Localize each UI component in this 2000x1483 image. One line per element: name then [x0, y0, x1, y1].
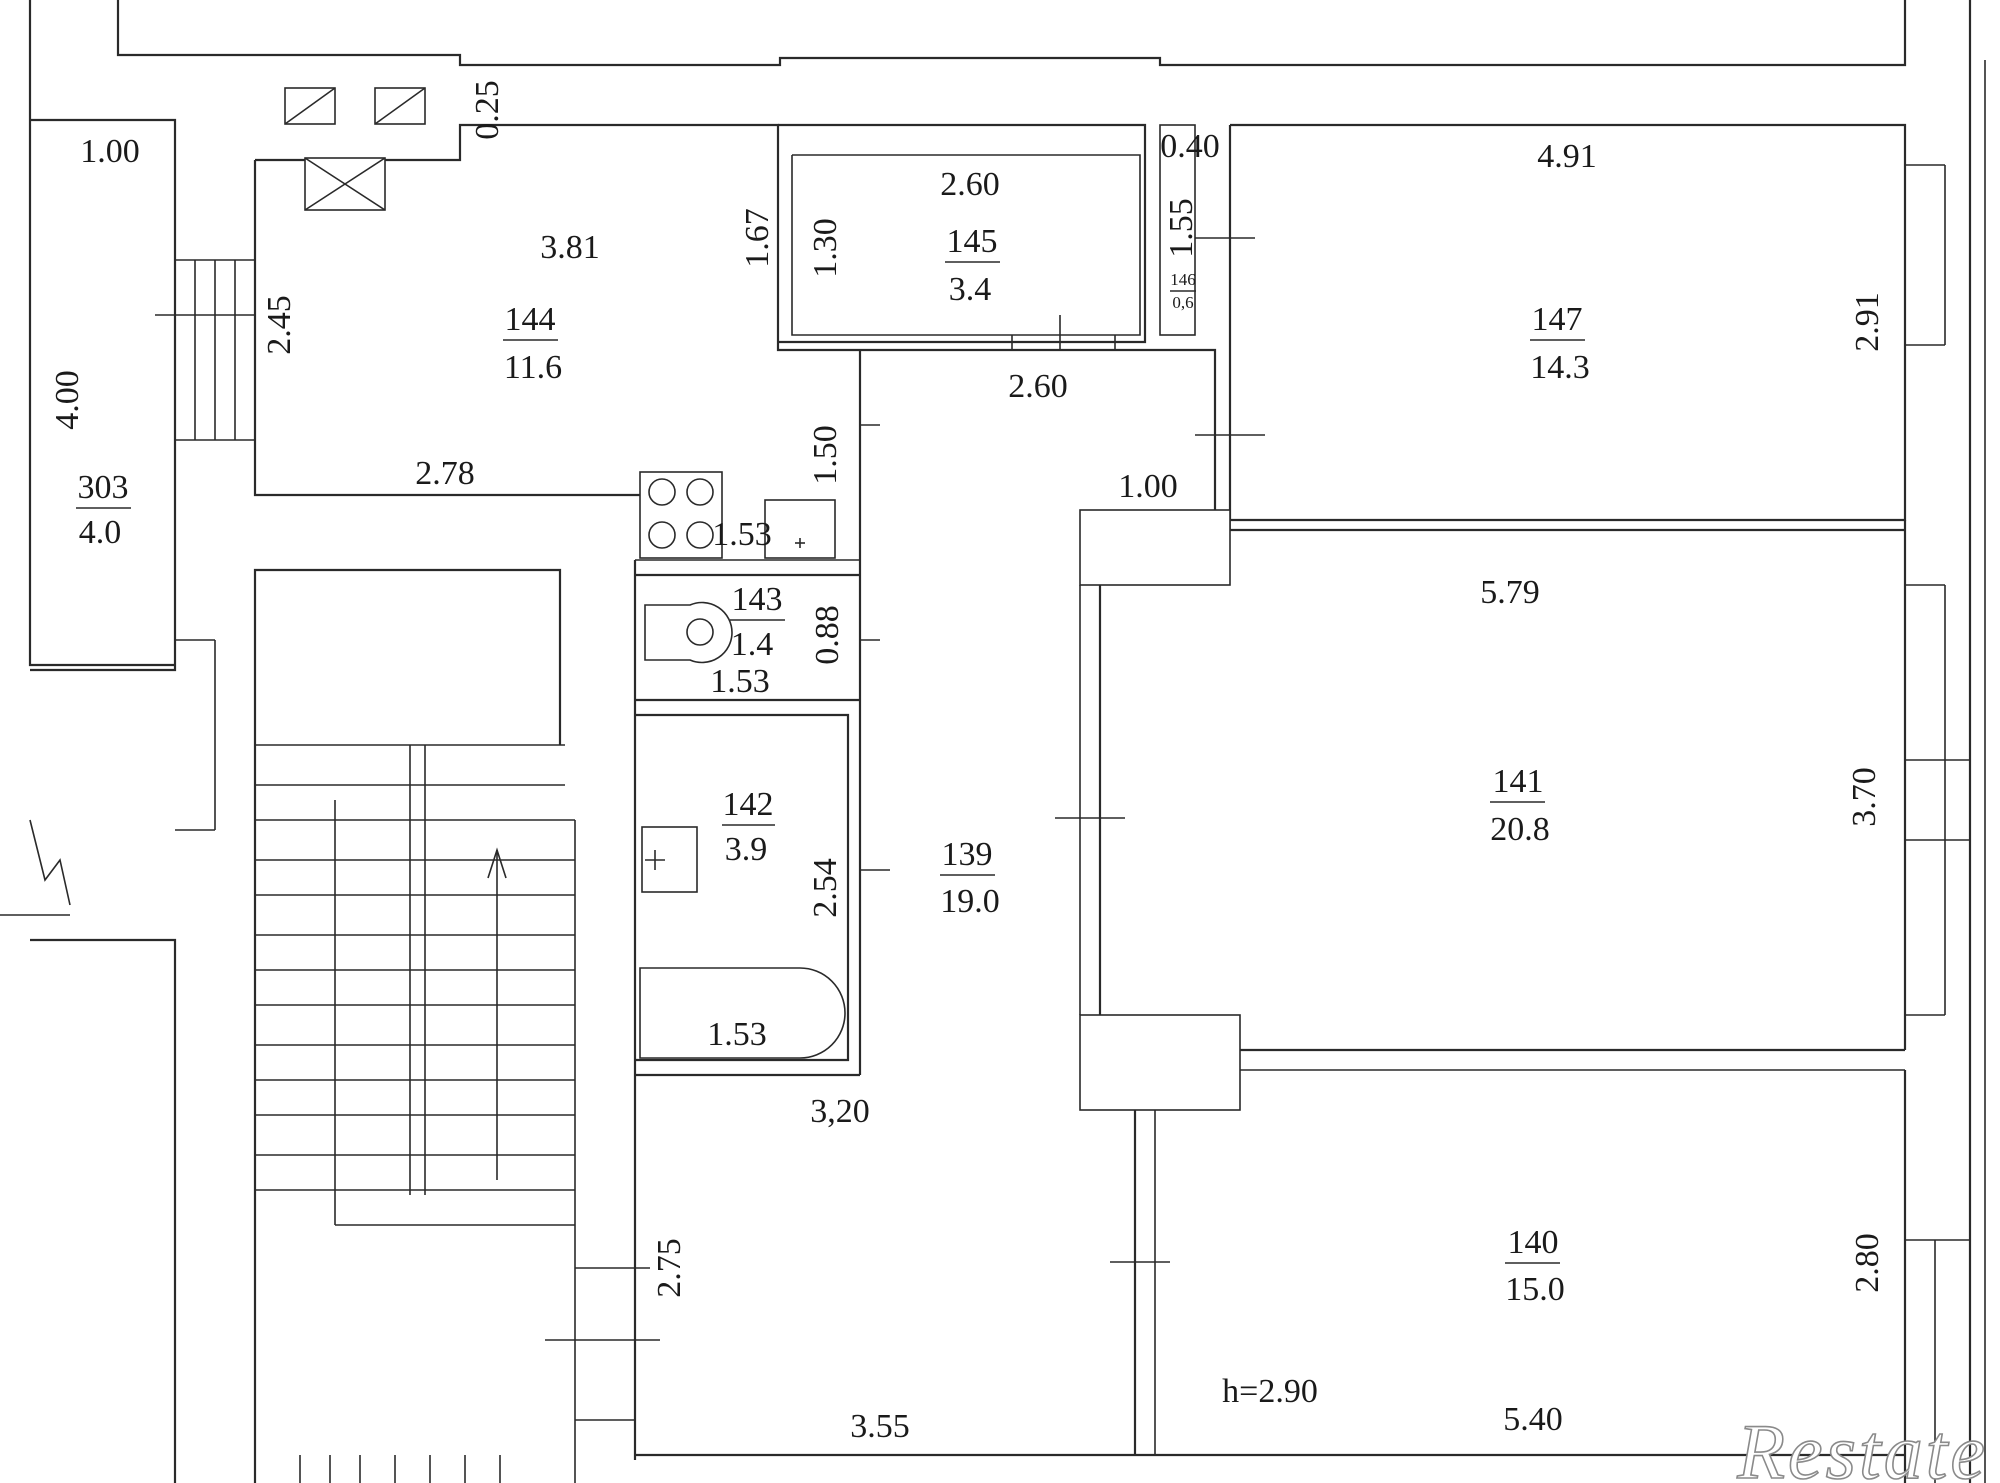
- ceiling-height: h=2.90: [1222, 1373, 1318, 1410]
- room-140-walls: [1079, 1014, 1970, 1483]
- dim-1-00-b: 1.00: [1118, 468, 1178, 505]
- room-label-142: 142 3.9: [722, 786, 775, 868]
- svg-text:144: 144: [505, 301, 556, 338]
- dim-1-53-c: 1.53: [707, 1016, 767, 1053]
- svg-text:0,6: 0,6: [1172, 293, 1193, 312]
- dim-0-40: 0.40: [1160, 128, 1220, 165]
- room-label-143: 143 1.4: [730, 581, 785, 663]
- room-141-walls: [1079, 509, 1970, 1050]
- dim-0-88: 0.88: [809, 605, 846, 665]
- svg-text:141: 141: [1493, 763, 1544, 800]
- room-139-walls: [633, 348, 1265, 1460]
- room-142-walls: [635, 713, 850, 1062]
- room-label-145: 145 3.4: [945, 223, 1000, 308]
- staircase: [253, 568, 660, 1483]
- dim-3-20: 3,20: [810, 1093, 870, 1130]
- dim-2-45: 2.45: [261, 295, 298, 355]
- dim-2-54: 2.54: [807, 858, 844, 918]
- room-145-walls: [778, 123, 1255, 350]
- dim-1-55: 1.55: [1163, 198, 1200, 258]
- dim-2-60-a: 2.60: [940, 166, 1000, 203]
- dim-4-00: 4.00: [49, 370, 86, 430]
- dim-5-40: 5.40: [1503, 1401, 1563, 1438]
- dim-1-67: 1.67: [739, 208, 776, 268]
- room-label-139: 139 19.0: [940, 836, 1000, 920]
- dim-2-60-b: 2.60: [1008, 368, 1068, 405]
- svg-text:15.0: 15.0: [1505, 1271, 1565, 1308]
- room-label-140: 140 15.0: [1505, 1224, 1565, 1308]
- room-label-144: 144 11.6: [503, 301, 562, 386]
- room-144-walls: [253, 87, 860, 561]
- svg-text:19.0: 19.0: [940, 883, 1000, 920]
- room-147-walls: [1228, 123, 1946, 530]
- svg-text:11.6: 11.6: [504, 349, 562, 386]
- watermark-logo: Restate: [1736, 1408, 1988, 1483]
- svg-text:139: 139: [942, 836, 993, 873]
- dimension-labels: 1.00 3.81 2.78 2.60 0.40 4.91 2.60 1.53 …: [80, 128, 1597, 1445]
- svg-text:3.4: 3.4: [949, 271, 992, 308]
- dim-2-78: 2.78: [415, 455, 475, 492]
- dim-3-70: 3.70: [1846, 767, 1883, 827]
- dim-3-81: 3.81: [540, 229, 600, 266]
- dimension-labels-vertical: 0.25 2.45 4.00 1.67 1.30 1.55 2.91 1.50 …: [49, 80, 1886, 1298]
- room-label-146: 146 0,6: [1170, 270, 1196, 312]
- dim-1-00-a: 1.00: [80, 133, 140, 170]
- room-label-303: 303 4.0: [76, 469, 131, 551]
- svg-text:4.0: 4.0: [79, 514, 122, 551]
- room-label-147: 147 14.3: [1530, 301, 1590, 386]
- room-303-walls: [30, 118, 255, 672]
- dim-2-80: 2.80: [1849, 1233, 1886, 1293]
- svg-text:1.4: 1.4: [731, 626, 774, 663]
- svg-text:142: 142: [723, 786, 774, 823]
- svg-text:147: 147: [1532, 301, 1583, 338]
- dim-1-53-b: 1.53: [710, 663, 770, 700]
- svg-text:145: 145: [947, 223, 998, 260]
- svg-text:146: 146: [1170, 270, 1196, 289]
- svg-text:303: 303: [78, 469, 129, 506]
- dim-1-30: 1.30: [807, 218, 844, 278]
- dim-3-55: 3.55: [850, 1408, 910, 1445]
- dim-5-79: 5.79: [1480, 574, 1540, 611]
- dim-1-50: 1.50: [807, 425, 844, 485]
- svg-text:20.8: 20.8: [1490, 811, 1550, 848]
- svg-text:3.9: 3.9: [725, 831, 768, 868]
- svg-text:143: 143: [732, 581, 783, 618]
- dim-2-91: 2.91: [1849, 292, 1886, 352]
- dim-0-25: 0.25: [469, 80, 506, 140]
- room-143-walls: [635, 573, 860, 702]
- svg-text:14.3: 14.3: [1530, 349, 1590, 386]
- room-label-141: 141 20.8: [1490, 763, 1550, 848]
- dim-2-75: 2.75: [651, 1238, 688, 1298]
- svg-text:140: 140: [1508, 1224, 1559, 1261]
- dim-4-91: 4.91: [1537, 138, 1597, 175]
- dim-1-53-a: 1.53: [712, 516, 772, 553]
